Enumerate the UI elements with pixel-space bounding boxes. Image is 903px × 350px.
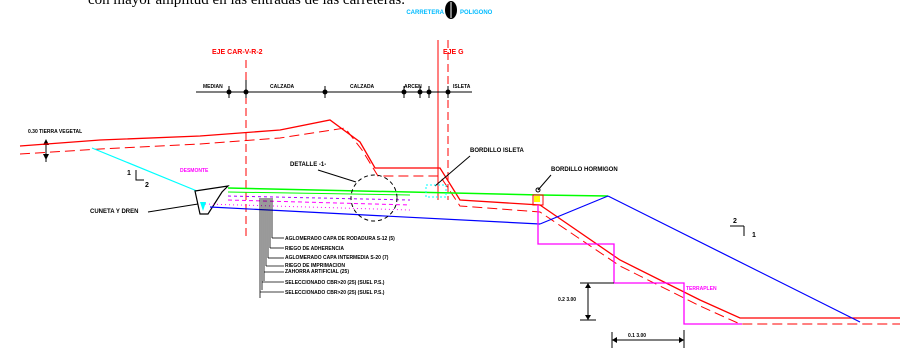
layer-label-6: SELECCIONADO CBR>20 (25) (SUEL P.S.) — [285, 280, 385, 286]
label-detalle: DETALLE -1- — [290, 162, 326, 168]
label-bordillo-isleta: BORDILLO ISLETA — [470, 148, 525, 154]
layer-label-2: RIEGO DE ADHERENCIA — [285, 246, 344, 252]
slope-right-v: 2 — [733, 218, 737, 225]
label-tierra-vegetal: 0.30 TIERRA VEGETAL — [28, 129, 82, 135]
terraplen-slope — [607, 195, 861, 323]
section-label-calzada-2: CALZADA — [350, 84, 375, 90]
axis-label-g: EJE G — [443, 49, 464, 56]
dimension-width-label: 0.1 3.00 — [628, 333, 646, 339]
layer-label-4: RIEGO DE IMPRIMACION — [285, 263, 345, 269]
section-label-arcen: ARCEN — [404, 84, 422, 90]
cuneta-shape — [194, 185, 230, 215]
terrain-line — [19, 119, 900, 319]
layer-leaders — [259, 198, 284, 298]
layer-label-3: AGLOMERADO CAPA INTERMEDIA S-20 (7) — [285, 255, 389, 261]
layer-label-1: AGLOMERADO CAPA DE RODADURA S-12 (5) — [285, 236, 395, 242]
slope-right-h: 1 — [752, 232, 756, 239]
pavement-surface — [227, 187, 541, 196]
label-desmonte: DESMONTE — [180, 168, 209, 174]
label-poligono: POLIGONO — [460, 10, 493, 16]
terrain-line-dashed — [19, 127, 900, 325]
layer-label-5: ZAHORRA ARTIFICIAL (25) — [285, 269, 349, 275]
label-cuneta: CUNETA Y DREN — [90, 209, 138, 215]
slope-left-v: 1 — [127, 170, 131, 177]
section-label-isleta: ISLETA — [453, 84, 471, 90]
label-terraplen: TERRAPLEN — [686, 286, 717, 292]
section-label-calzada-1: CALZADA — [270, 84, 295, 90]
header-text: con mayor amplitud en las entradas de la… — [88, 0, 405, 8]
section-dimension-line — [196, 80, 472, 98]
section-label-median: MEDIAN — [203, 84, 223, 90]
layer-label-7: SELECCIONADO CBR>20 (25) (SUEL P.S.) — [285, 290, 385, 296]
slope-left-h: 2 — [145, 182, 149, 189]
axis-label-car: EJE CAR-V-R-2 — [212, 49, 263, 56]
desmonte-slope — [91, 147, 198, 192]
terraplen-steps — [537, 205, 742, 325]
label-carretera: CARRETERA — [406, 10, 444, 16]
subgrade-line — [209, 206, 541, 225]
dimension-height-label: 0.2 3.00 — [558, 297, 576, 303]
label-bordillo-hormigon: BORDILLO HORMIGON — [551, 167, 618, 173]
detail-circle — [350, 174, 398, 222]
